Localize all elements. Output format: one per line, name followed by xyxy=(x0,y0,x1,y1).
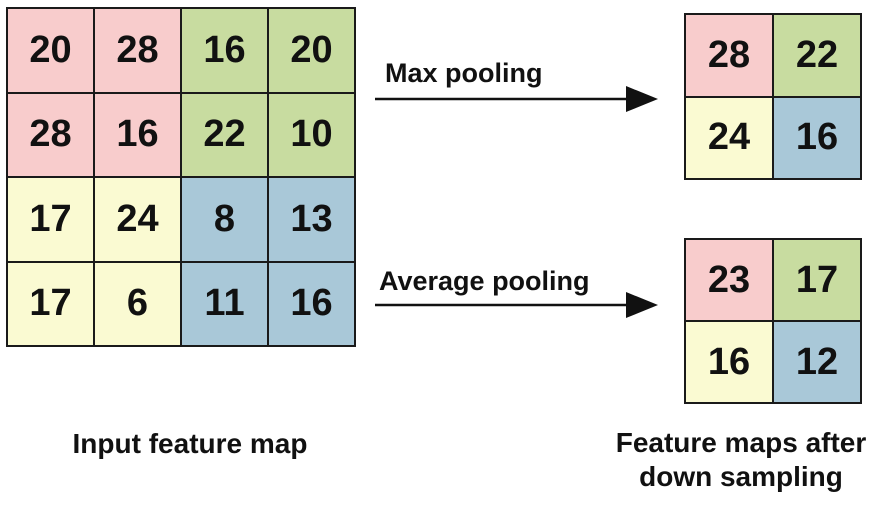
max-pool-cell-r2-c1: 24 xyxy=(686,97,774,180)
input-cell-r2-c3: 22 xyxy=(182,93,269,178)
input-cell-r1-c1: 20 xyxy=(8,9,95,94)
avg-pool-cell-r1-c1: 23 xyxy=(686,240,774,322)
output-feature-maps-caption: Feature maps after down sampling xyxy=(600,426,882,494)
input-cell-r1-c2: 28 xyxy=(95,9,182,94)
max-pool-cell-r1-c1: 28 xyxy=(686,15,774,98)
output-caption-line-2: down sampling xyxy=(639,461,843,492)
input-cell-r4-c2: 6 xyxy=(95,262,182,347)
input-cell-r2-c1: 28 xyxy=(8,93,95,178)
input-cell-r1-c4: 20 xyxy=(269,9,356,94)
input-cell-r1-c3: 16 xyxy=(182,9,269,94)
average-pooling-label: Average pooling xyxy=(379,266,590,296)
input-cell-r4-c4: 16 xyxy=(269,262,356,347)
max-pool-cell-r1-c2: 22 xyxy=(774,15,862,98)
avg-pool-cell-r1-c2: 17 xyxy=(774,240,862,322)
input-feature-map-caption: Input feature map xyxy=(72,428,308,459)
input-cell-r3-c3: 8 xyxy=(182,178,269,263)
max-pooling-arrow xyxy=(375,86,658,112)
max-pool-cell-r2-c2: 16 xyxy=(774,97,862,180)
input-cell-r3-c1: 17 xyxy=(8,178,95,263)
max-pooling-label: Max pooling xyxy=(385,58,543,88)
avg-pool-cell-r2-c1: 16 xyxy=(686,322,774,404)
output-caption-line-1: Feature maps after xyxy=(615,427,867,458)
input-cell-r3-c2: 24 xyxy=(95,178,182,263)
input-cell-r4-c1: 17 xyxy=(8,262,95,347)
input-cell-r4-c3: 11 xyxy=(182,262,269,347)
input-cell-r2-c2: 16 xyxy=(95,93,182,178)
input-cell-r3-c4: 13 xyxy=(269,178,356,263)
avg-pool-cell-r2-c2: 12 xyxy=(774,322,862,404)
input-cell-r2-c4: 10 xyxy=(269,93,356,178)
